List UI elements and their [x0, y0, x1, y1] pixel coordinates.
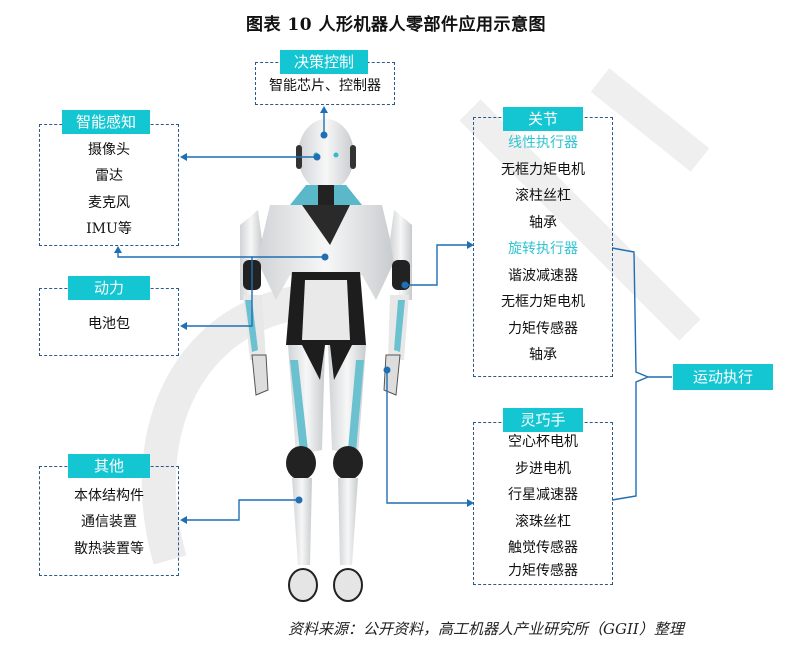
decision-control-tag: 决策控制 [280, 50, 368, 74]
hand-item: 触觉传感器 [508, 540, 578, 556]
hand-item: 滚珠丝杠 [515, 514, 571, 530]
joint-item-rotary-actuator: 旋转执行器 [508, 241, 578, 257]
joint-item: 滚柱丝杠 [515, 188, 571, 204]
dexterous-hand-box: 空心杯电机 步进电机 行星减速器 滚珠丝杠 触觉传感器 力矩传感器 [473, 422, 613, 585]
other-item: 本体结构件 [74, 488, 144, 504]
power-item: 电池包 [88, 316, 130, 332]
hand-item: 行星减速器 [508, 487, 578, 503]
other-tag: 其他 [68, 454, 150, 478]
perception-item: IMU等 [86, 221, 132, 237]
joint-item: 力矩传感器 [508, 321, 578, 337]
hand-item: 力矩传感器 [508, 563, 578, 579]
other-box: 本体结构件 通信装置 散热装置等 [39, 466, 179, 576]
joint-item-linear-actuator: 线性执行器 [508, 135, 578, 151]
source-note: 资料来源：公开资料，高工机器人产业研究所（GGII）整理 [288, 620, 684, 638]
power-tag: 动力 [68, 276, 150, 300]
hand-item: 空心杯电机 [508, 434, 578, 450]
motion-execution-tag: 运动执行 [673, 364, 773, 390]
figure-title: 图表 10 人形机器人零部件应用示意图 [246, 15, 546, 35]
joint-item: 无框力矩电机 [501, 162, 585, 178]
joint-item: 轴承 [529, 347, 557, 363]
perception-tag: 智能感知 [62, 110, 150, 134]
other-item: 散热装置等 [74, 541, 144, 557]
perception-item: 麦克风 [88, 195, 130, 211]
other-item: 通信装置 [81, 514, 137, 530]
joint-item: 轴承 [529, 215, 557, 231]
joint-item: 无框力矩电机 [501, 294, 585, 310]
decision-item: 智能芯片、控制器 [269, 78, 381, 94]
hand-item: 步进电机 [515, 461, 571, 477]
dexterous-hand-tag: 灵巧手 [503, 408, 583, 432]
joint-box: 线性执行器 无框力矩电机 滚柱丝杠 轴承 旋转执行器 谐波减速器 无框力矩电机 … [473, 117, 613, 377]
perception-item: 摄像头 [88, 142, 130, 158]
perception-item: 雷达 [95, 168, 123, 184]
perception-box: 摄像头 雷达 麦克风 IMU等 [39, 124, 179, 246]
joint-tag: 关节 [503, 107, 583, 131]
joint-item: 谐波减速器 [508, 268, 578, 284]
